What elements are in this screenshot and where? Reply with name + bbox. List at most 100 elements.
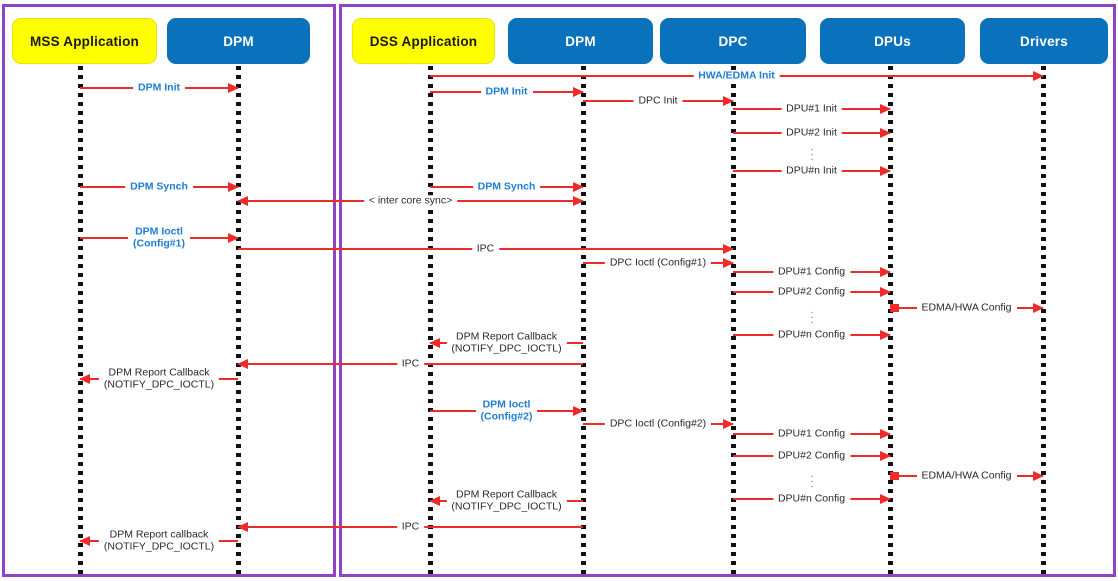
message-edma-hwa-config-2: EDMA/HWA Config [890, 468, 1044, 484]
arrowhead-icon [429, 338, 440, 348]
message-dpun-init: DPU#n Init [733, 163, 891, 179]
message-label: < inter core sync> [363, 195, 458, 207]
message-label: DPU#2 Config [772, 286, 851, 298]
lifeline-mss-app [78, 66, 83, 574]
mss-panel-frame [2, 4, 336, 577]
lifeline-dss-dpc [731, 66, 736, 574]
message-dpu2-init: DPU#2 Init [733, 125, 891, 141]
actor-box-dss-dpus[interactable]: DPUs [820, 18, 965, 64]
arrowhead-icon [429, 496, 440, 506]
message-dpu1-config-2: DPU#1 Config [733, 426, 891, 442]
lifeline-mss-dpm [236, 66, 241, 574]
arrowhead-icon [880, 287, 891, 297]
message-ipc-3: IPC [237, 519, 583, 535]
message-label: HWA/EDMA Init [693, 70, 780, 82]
arrowhead-icon [880, 451, 891, 461]
vertical-ellipsis-icon: ▪▪▪ [811, 147, 813, 163]
message-label: EDMA/HWA Config [916, 302, 1017, 314]
message-mss-dpm-synch: DPM Synch [80, 179, 239, 195]
message-tail-marker [890, 304, 899, 312]
actor-box-dss-drivers[interactable]: Drivers [980, 18, 1108, 64]
arrowhead-icon [723, 258, 734, 268]
lifeline-dss-dpm [581, 66, 586, 574]
arrowhead-icon [228, 83, 239, 93]
message-label: DPM Ioctl (Config#1) [128, 226, 190, 250]
arrowhead-icon [880, 429, 891, 439]
message-label: DPU#n Init [781, 165, 842, 177]
message-label: IPC [471, 243, 500, 255]
actor-box-mss-dpm[interactable]: DPM [167, 18, 310, 64]
actor-box-dss-dpc[interactable]: DPC [660, 18, 806, 64]
arrowhead-icon [880, 166, 891, 176]
message-label: DPM Report Callback (NOTIFY_DPC_IOCTL) [446, 331, 567, 355]
message-ipc-1: IPC [238, 241, 734, 257]
message-label: DPC Init [633, 95, 683, 107]
actor-box-mss-app[interactable]: MSS Application [12, 18, 157, 64]
arrowhead-icon [79, 374, 90, 384]
message-label: DPM Synch [125, 181, 193, 193]
message-label: IPC [396, 358, 425, 370]
arrowhead-icon [880, 128, 891, 138]
arrowhead-icon [237, 522, 248, 532]
arrowhead-icon [723, 419, 734, 429]
arrowhead-icon [880, 494, 891, 504]
arrowhead-icon [880, 104, 891, 114]
actor-box-dss-app[interactable]: DSS Application [352, 18, 495, 64]
arrowhead-icon [1033, 71, 1044, 81]
message-ipc-2: IPC [237, 356, 583, 372]
message-label: DPU#n Config [772, 493, 851, 505]
message-label: DPU#1 Config [772, 266, 851, 278]
message-mss-dpm-init: DPM Init [80, 80, 239, 96]
message-dpm-report-cb-1: DPM Report Callback (NOTIFY_DPC_IOCTL) [429, 331, 583, 355]
message-label: DPU#1 Init [781, 103, 842, 115]
message-dpu1-init: DPU#1 Init [733, 101, 891, 117]
message-dpc-init: DPC Init [583, 93, 734, 109]
message-mss-report-cb-1: DPM Report Callback (NOTIFY_DPC_IOCTL) [79, 367, 238, 391]
message-label: DPU#2 Config [772, 450, 851, 462]
arrowhead-icon [228, 233, 239, 243]
message-label: DPM Init [133, 82, 185, 94]
arrowhead-icon [1033, 303, 1044, 313]
message-inter-core-sync: < inter core sync> [237, 193, 583, 209]
actor-box-dss-dpm[interactable]: DPM [508, 18, 653, 64]
message-dpu2-config-1: DPU#2 Config [733, 284, 891, 300]
message-mss-dpm-ioctl-cfg1: DPM Ioctl (Config#1) [80, 226, 239, 250]
arrowhead-icon [237, 196, 248, 206]
message-edma-hwa-config-1: EDMA/HWA Config [890, 300, 1044, 316]
message-dpun-config-2: DPU#n Config [733, 491, 891, 507]
arrowhead-icon [1033, 471, 1044, 481]
message-label: DPU#2 Init [781, 127, 842, 139]
message-dpc-ioctl-cfg1: DPC Ioctl (Config#1) [583, 255, 734, 271]
message-label: DPM Report callback (NOTIFY_DPC_IOCTL) [98, 529, 220, 553]
arrowhead-icon [79, 536, 90, 546]
message-dss-dpm-init: DPM Init [430, 84, 584, 100]
message-label: DPU#n Config [772, 329, 851, 341]
arrowhead-icon [237, 359, 248, 369]
message-label: DPC Ioctl (Config#2) [604, 418, 712, 430]
message-dpc-ioctl-cfg2: DPC Ioctl (Config#2) [583, 416, 734, 432]
arrowhead-icon [573, 182, 584, 192]
message-label: IPC [396, 521, 425, 533]
arrowhead-icon [880, 267, 891, 277]
message-label: DPM Init [480, 86, 533, 98]
lifeline-dss-drivers [1041, 66, 1046, 574]
message-hwa-edma-init: HWA/EDMA Init [430, 68, 1044, 84]
arrowhead-icon [573, 196, 584, 206]
message-label: DPU#1 Config [772, 428, 851, 440]
arrowhead-icon [723, 244, 734, 254]
arrowhead-icon [573, 406, 584, 416]
arrowhead-icon [573, 87, 584, 97]
message-mss-report-cb-2: DPM Report callback (NOTIFY_DPC_IOCTL) [79, 529, 238, 553]
message-label: DPM Report Callback (NOTIFY_DPC_IOCTL) [98, 367, 220, 391]
arrowhead-icon [880, 330, 891, 340]
message-label: DPM Synch [472, 181, 541, 193]
message-dss-dpm-synch-1: DPM Synch [430, 179, 584, 195]
arrowhead-icon [228, 182, 239, 192]
message-label: DPC Ioctl (Config#1) [604, 257, 712, 269]
lifeline-dss-dpus [888, 66, 893, 574]
message-label: DPM Report Callback (NOTIFY_DPC_IOCTL) [446, 489, 567, 513]
vertical-ellipsis-icon: ▪▪▪ [811, 474, 813, 490]
message-dpun-config-1: DPU#n Config [733, 327, 891, 343]
message-dpm-report-cb-2: DPM Report Callback (NOTIFY_DPC_IOCTL) [429, 489, 583, 513]
